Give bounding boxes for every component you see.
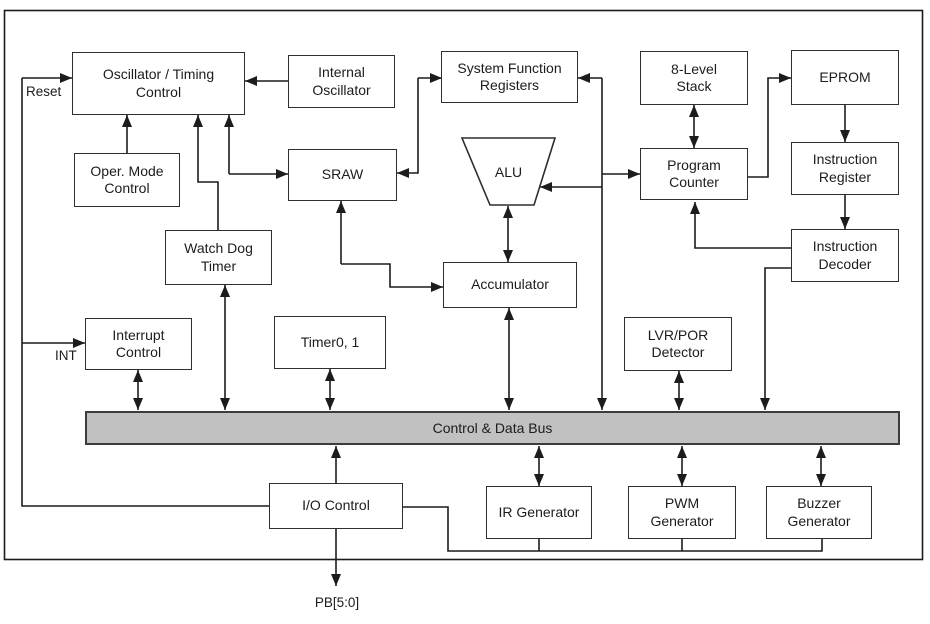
block-label: Control bbox=[104, 180, 150, 196]
block-system-function-registers: System Function Registers bbox=[441, 51, 578, 103]
block-label: IR Generator bbox=[498, 503, 580, 520]
block-oscillator-timing-control: Oscillator / Timing Control bbox=[72, 52, 245, 115]
block-label: Control bbox=[115, 344, 162, 360]
block-label: 8-Level bbox=[671, 60, 717, 77]
block-label: Decoder bbox=[818, 255, 872, 272]
block-label: Buzzer bbox=[797, 495, 841, 512]
block-interrupt-control: Interrupt Control bbox=[85, 318, 192, 370]
block-watch-dog-timer: Watch Dog Timer bbox=[165, 230, 272, 285]
block-label: LVR/POR bbox=[647, 326, 709, 343]
block-label: Watch Dog bbox=[184, 240, 253, 257]
block-label: Interrupt bbox=[112, 326, 165, 343]
outer-frame bbox=[3, 9, 924, 561]
connector-sraw-acc bbox=[336, 201, 443, 292]
block-label: Stack bbox=[676, 78, 712, 94]
block-eprom: EPROM bbox=[791, 50, 899, 105]
block-label: Generator bbox=[787, 512, 851, 529]
block-label: Program bbox=[667, 156, 721, 173]
connector-central-rail bbox=[540, 73, 640, 410]
block-label: Timer0, 1 bbox=[300, 333, 360, 350]
block-label: Counter bbox=[669, 174, 719, 190]
block-accumulator: Accumulator bbox=[443, 262, 577, 308]
block-label: SRAW bbox=[321, 166, 364, 183]
block-label: Instruction bbox=[812, 151, 878, 168]
block-label: EPROM bbox=[819, 68, 871, 85]
block-io-control: I/O Control bbox=[269, 483, 403, 529]
block-label: Register bbox=[818, 168, 872, 185]
block-program-counter: Program Counter bbox=[640, 148, 748, 200]
block-8-level-stack: 8-Level Stack bbox=[640, 51, 748, 105]
block-sraw: SRAW bbox=[288, 149, 397, 201]
block-label: I/O Control bbox=[302, 497, 370, 514]
block-label: Instruction bbox=[812, 238, 878, 255]
connector-wdt-osc bbox=[193, 115, 219, 230]
block-ir-generator: IR Generator bbox=[486, 486, 592, 539]
block-label: Detector bbox=[651, 344, 705, 360]
block-label: Oper. Mode bbox=[90, 162, 164, 179]
connector-id-bus bbox=[760, 267, 791, 410]
block-label: Registers bbox=[479, 77, 540, 93]
connector-sraw-sfr bbox=[397, 73, 442, 178]
connector-left-rail bbox=[21, 73, 269, 507]
block-label: Oscillator / Timing bbox=[102, 66, 215, 83]
block-label: Control bbox=[135, 83, 182, 100]
block-label: PWM bbox=[664, 495, 700, 512]
connector-id-pc bbox=[690, 202, 791, 249]
int-pin-label: INT bbox=[55, 348, 77, 363]
block-instruction-decoder: Instruction Decoder bbox=[791, 229, 899, 282]
alu-shape bbox=[460, 137, 557, 206]
block-label: Accumulator bbox=[471, 276, 549, 293]
block-instruction-register: Instruction Register bbox=[791, 142, 899, 195]
control-data-bus bbox=[85, 411, 900, 445]
block-label: Generator bbox=[650, 512, 714, 529]
block-lvr-por-detector: LVR/POR Detector bbox=[624, 317, 732, 371]
connector-osc-sraw bbox=[224, 115, 288, 179]
control-data-bus-label: Control & Data Bus bbox=[432, 420, 553, 436]
connector-io-generators bbox=[403, 506, 823, 552]
block-timer0-1: Timer0, 1 bbox=[274, 316, 386, 369]
block-oper-mode-control: Oper. Mode Control bbox=[74, 153, 180, 207]
block-label: Internal bbox=[318, 64, 365, 81]
block-pwm-generator: PWM Generator bbox=[628, 486, 736, 539]
reset-pin-label: Reset bbox=[26, 84, 62, 99]
block-label: Oscillator bbox=[312, 81, 371, 98]
block-buzzer-generator: Buzzer Generator bbox=[766, 486, 872, 539]
block-alu-label: ALU bbox=[494, 163, 523, 180]
block-label: Timer bbox=[200, 257, 237, 274]
pb-port-label: PB[5:0] bbox=[314, 595, 360, 610]
block-internal-oscillator: Internal Oscillator bbox=[288, 55, 395, 108]
block-label: System Function bbox=[457, 59, 562, 76]
connector-pc-eprom bbox=[748, 73, 791, 178]
